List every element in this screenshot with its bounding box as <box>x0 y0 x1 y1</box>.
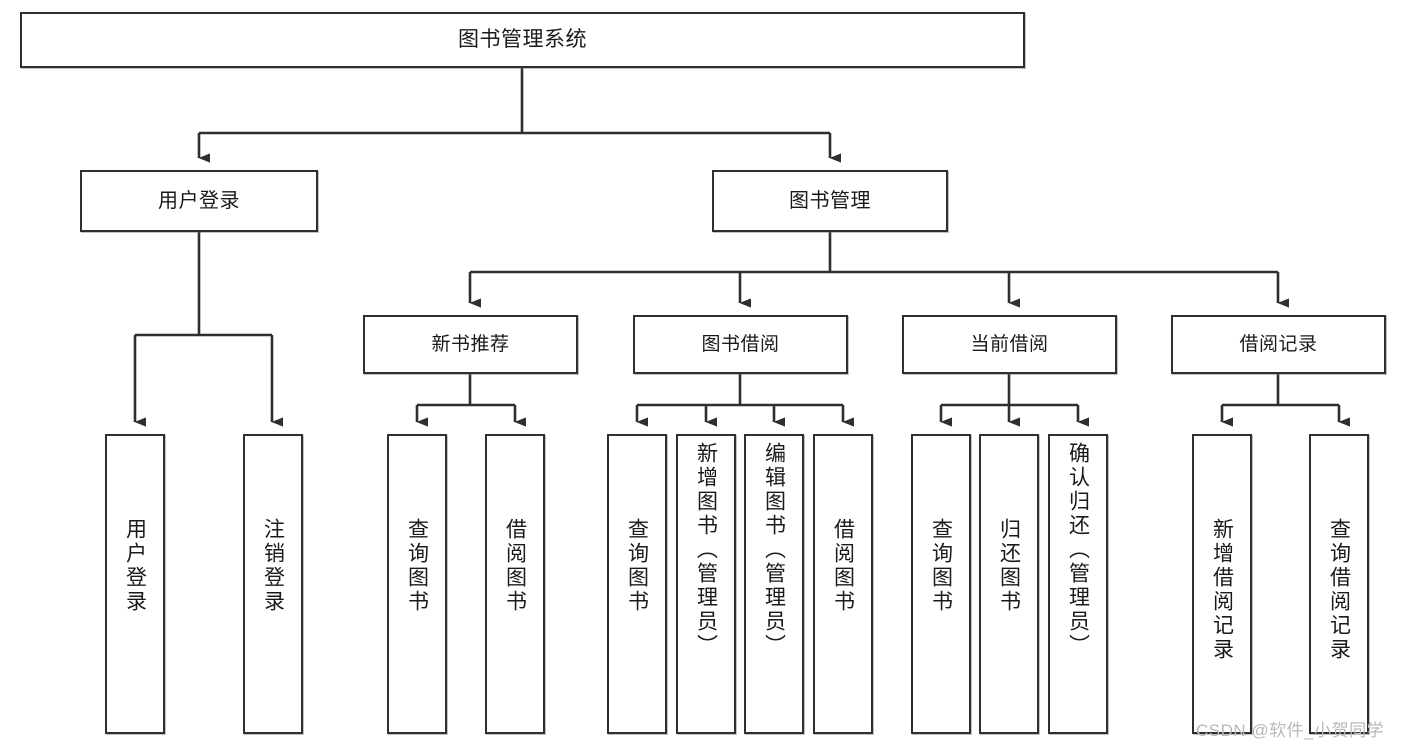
node-leaf-user-login[interactable]: 用户登录 <box>105 434 165 734</box>
node-label: 新增借阅记录 <box>1210 518 1234 662</box>
node-label: 借阅记录 <box>1239 333 1318 355</box>
csdn-watermark: CSDN @软件_小贺同学 <box>1196 721 1385 740</box>
node-leaf-borrow-book[interactable]: 借阅图书 <box>813 434 873 734</box>
node-label: 新书推荐 <box>431 333 510 355</box>
node-borrow-record[interactable]: 借阅记录 <box>1171 315 1386 374</box>
node-leaf-query-book-borrow[interactable]: 查询图书 <box>607 434 667 734</box>
node-label: 确认归还（管理员） <box>1066 442 1090 658</box>
node-label: 借阅图书 <box>503 518 527 614</box>
node-label: 图书管理 <box>789 189 871 212</box>
node-label: 用户登录 <box>158 189 240 212</box>
node-leaf-query-borrow-record[interactable]: 查询借阅记录 <box>1309 434 1369 734</box>
node-book-management[interactable]: 图书管理 <box>712 170 948 232</box>
node-book-borrow[interactable]: 图书借阅 <box>633 315 848 374</box>
node-label: 查询图书 <box>625 518 649 614</box>
node-leaf-borrow-book-recommend[interactable]: 借阅图书 <box>485 434 545 734</box>
node-label: 图书借阅 <box>701 333 780 355</box>
node-leaf-confirm-return-admin[interactable]: 确认归还（管理员） <box>1048 434 1108 734</box>
node-leaf-logout[interactable]: 注销登录 <box>243 434 303 734</box>
node-root-book-management-system[interactable]: 图书管理系统 <box>20 12 1025 68</box>
node-leaf-query-book-current[interactable]: 查询图书 <box>911 434 971 734</box>
node-label: 注销登录 <box>261 518 285 614</box>
node-new-book-recommend[interactable]: 新书推荐 <box>363 315 578 374</box>
node-leaf-edit-book-admin[interactable]: 编辑图书（管理员） <box>744 434 804 734</box>
node-label: 查询借阅记录 <box>1327 518 1351 662</box>
node-label: 当前借阅 <box>970 333 1049 355</box>
node-label: 图书管理系统 <box>458 27 587 51</box>
node-leaf-query-book-recommend[interactable]: 查询图书 <box>387 434 447 734</box>
node-label: 编辑图书（管理员） <box>762 442 786 658</box>
node-label: 归还图书 <box>997 518 1021 614</box>
node-label: 借阅图书 <box>831 518 855 614</box>
node-current-borrow[interactable]: 当前借阅 <box>902 315 1117 374</box>
node-user-login[interactable]: 用户登录 <box>80 170 318 232</box>
node-leaf-return-book[interactable]: 归还图书 <box>979 434 1039 734</box>
node-label: 查询图书 <box>405 518 429 614</box>
node-leaf-add-borrow-record[interactable]: 新增借阅记录 <box>1192 434 1252 734</box>
node-label: 新增图书（管理员） <box>694 442 718 658</box>
node-label: 查询图书 <box>929 518 953 614</box>
node-leaf-add-book-admin[interactable]: 新增图书（管理员） <box>676 434 736 734</box>
node-label: 用户登录 <box>123 518 147 614</box>
